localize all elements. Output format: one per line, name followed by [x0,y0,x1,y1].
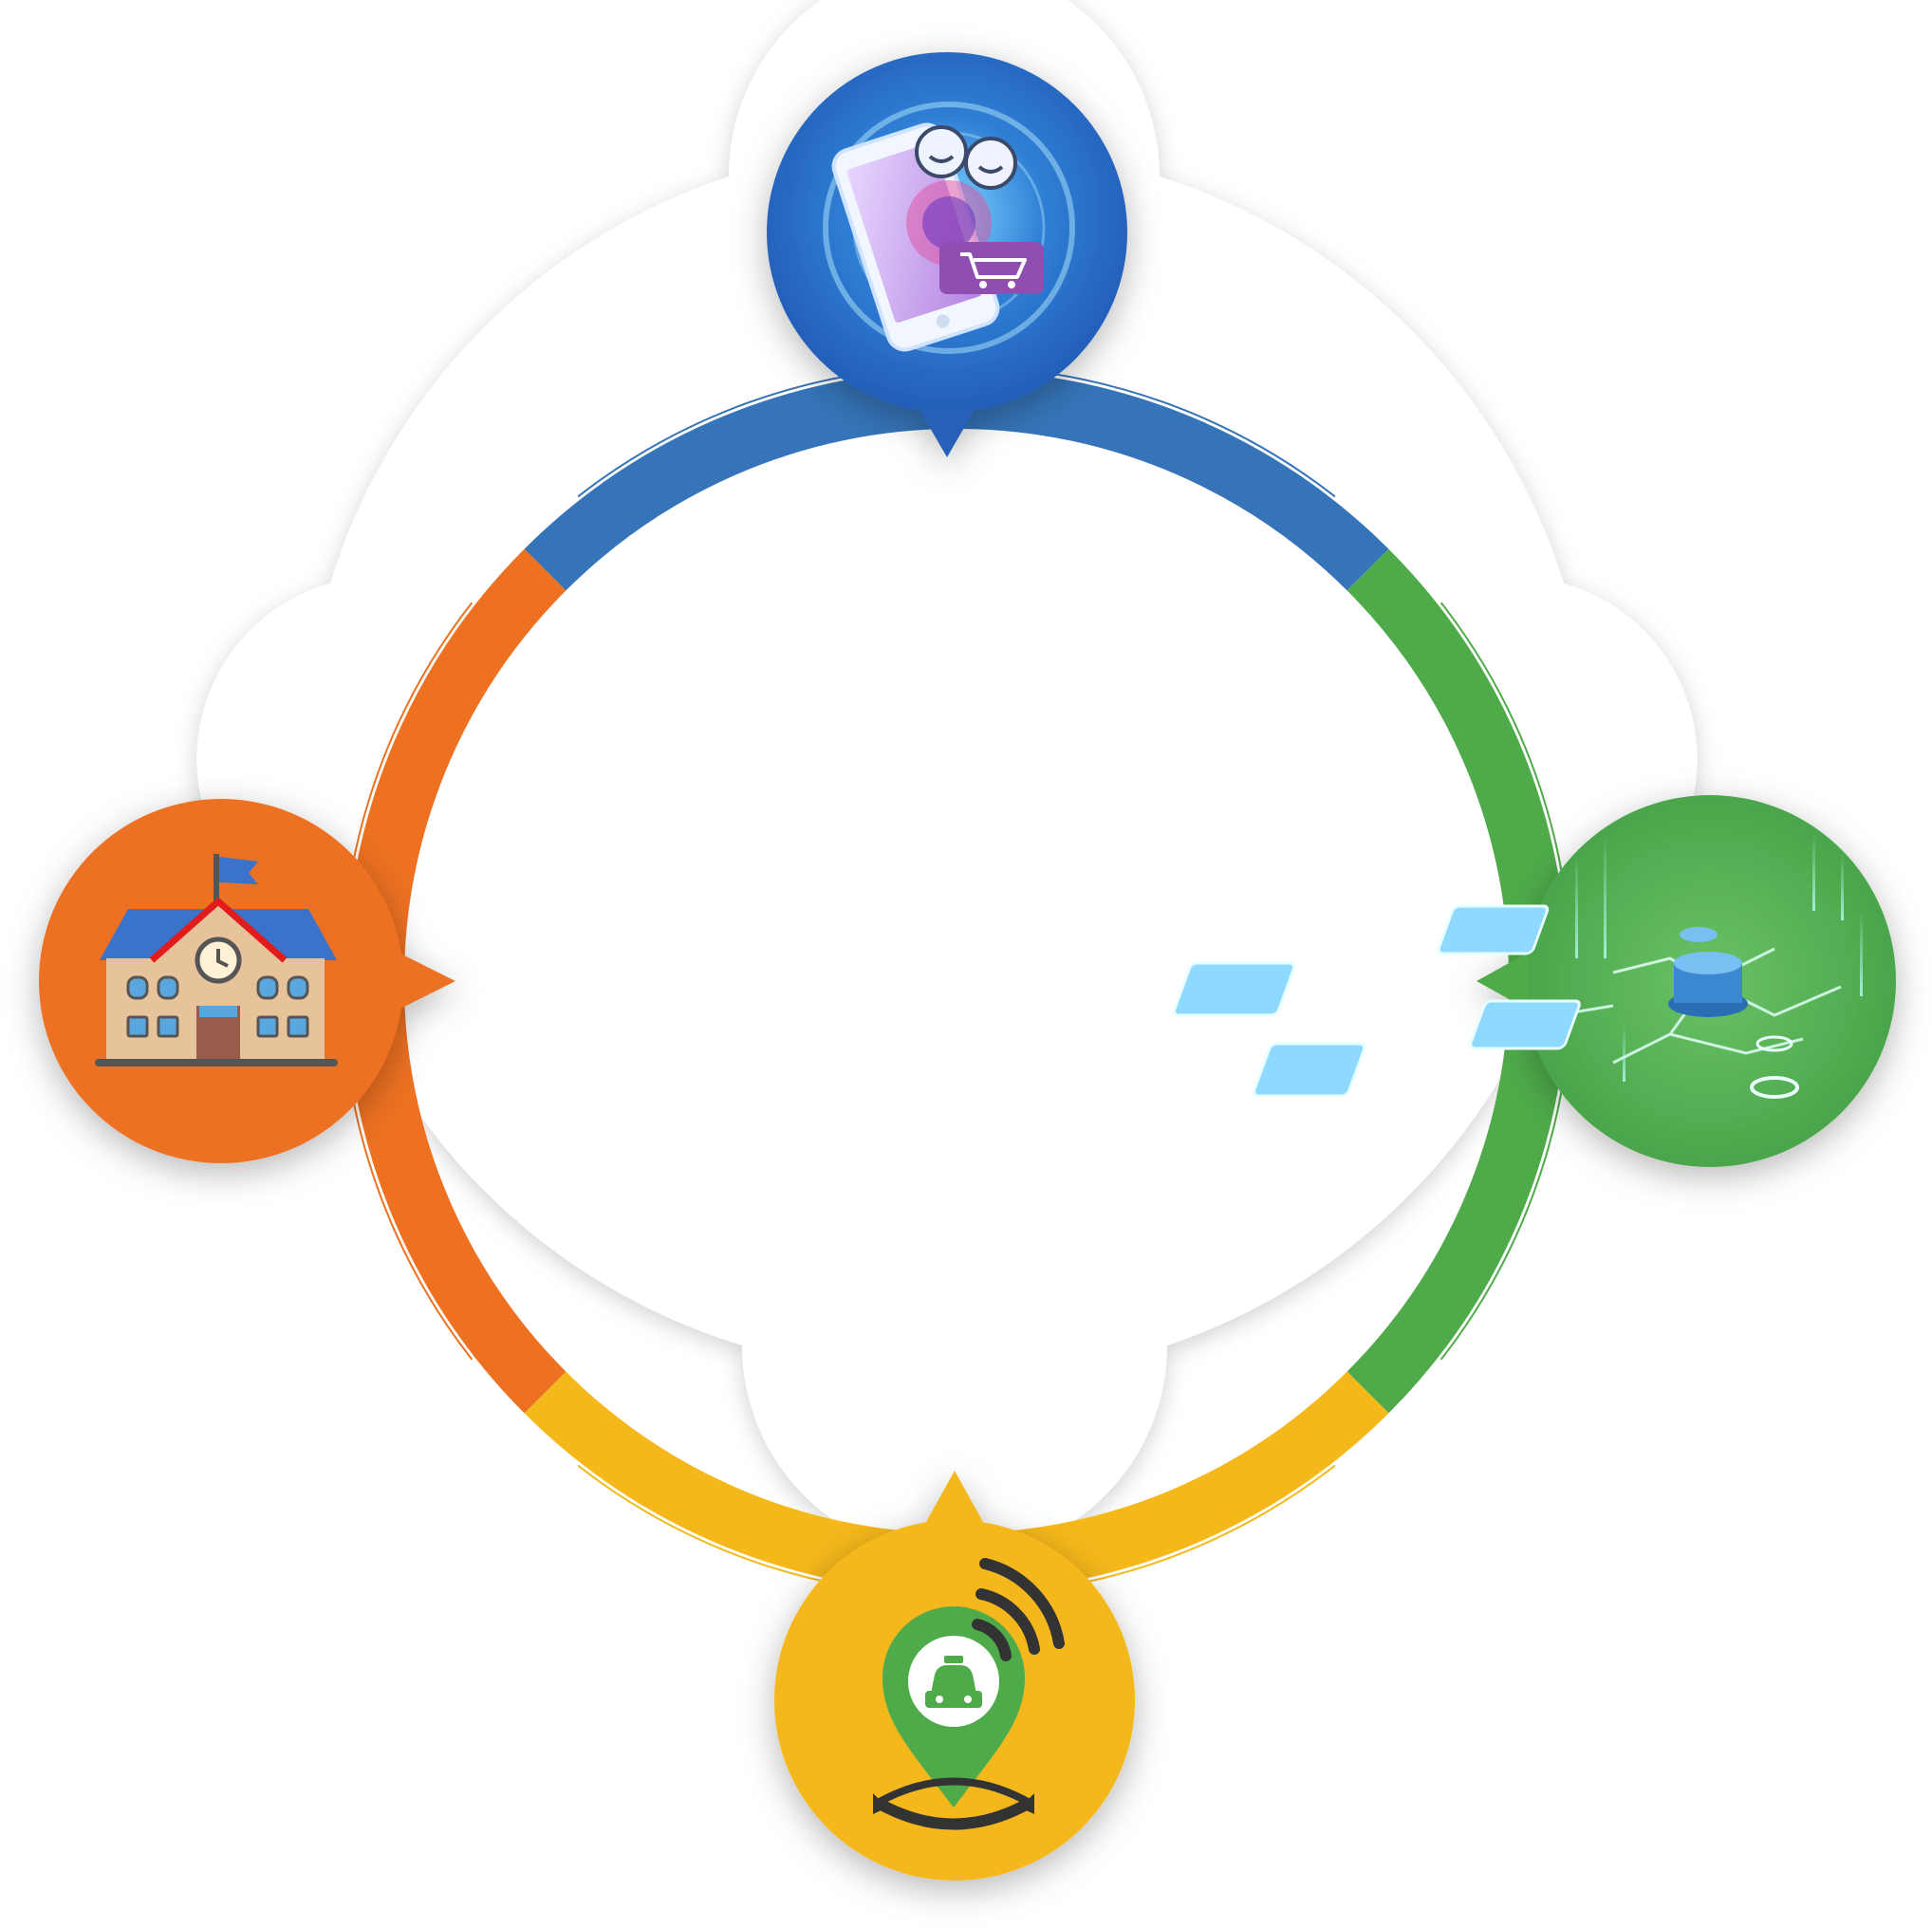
taxi-location-icon [873,1558,1065,1830]
node-left-pointer [399,953,455,1010]
blockchain-network-icon [1172,835,1863,1099]
mobile-shopping-icon [823,102,1075,354]
node-right-pointer [1477,953,1528,1010]
school-building-icon [95,854,338,1066]
node-top-pointer [919,408,975,457]
node-bottom-pointer [926,1471,983,1522]
